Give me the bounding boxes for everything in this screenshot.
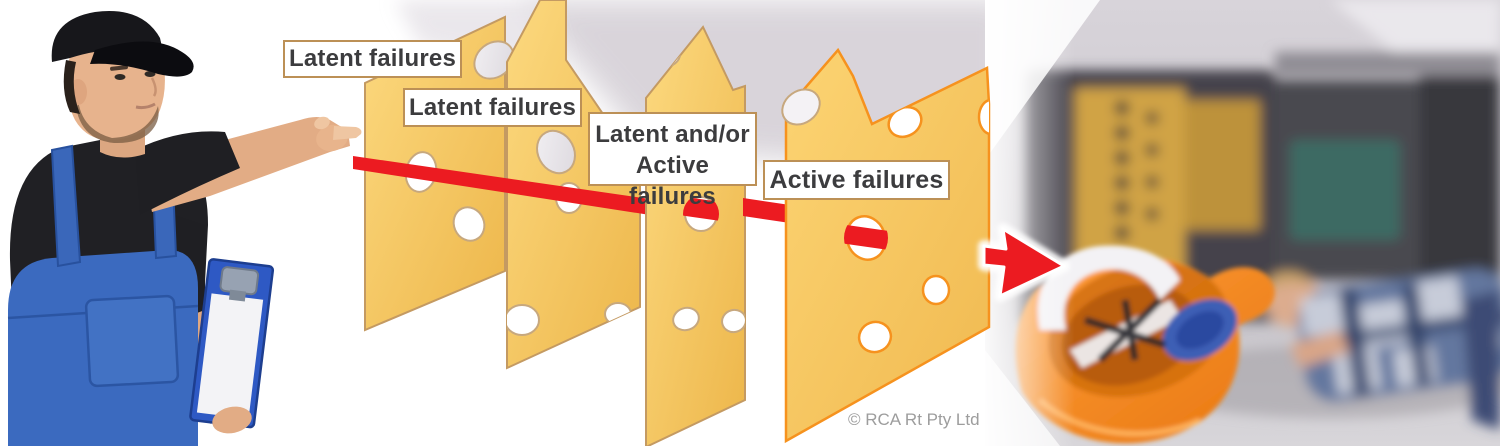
clipboard-paper [196,293,264,419]
hole [921,274,951,306]
left-hand [212,406,252,434]
failure-arrow-head [978,223,1070,302]
machine-buttons [1115,101,1158,240]
edge-notch [977,98,989,136]
hole [672,306,700,332]
cap-brim [90,41,194,77]
plaid-shirt-torso [1297,269,1500,402]
hole [781,88,821,126]
face [66,51,165,141]
nose [150,77,157,97]
hole [473,40,515,80]
label-active-failures: Active failures [763,160,950,200]
incident-photo [985,0,1500,446]
injured-worker [1183,269,1500,430]
eye-right [144,71,156,77]
hole [857,320,893,354]
supervisor-figure [7,11,362,446]
label-latent-andor-active-failures: Latent and/or Active failures [588,112,757,210]
pointing-finger [333,126,362,140]
jeans-leg [1462,290,1500,430]
hard-hat [1015,245,1275,444]
overall-strap-left [50,144,82,268]
bib-pocket [84,294,180,388]
blond-hair [1263,271,1310,292]
sideburn-hair [63,60,80,114]
hat-straps [1083,297,1167,363]
clipboard [189,258,275,429]
hole [536,129,576,175]
label-line-1: Latent and/or [595,121,750,148]
eye-left [114,74,126,80]
cheese-slice-3 [645,25,746,446]
mouth [135,102,156,110]
label-line-2: Active failures [629,152,716,210]
clipboard-clip [219,266,260,296]
hole [721,308,745,334]
label-latent-failures-2: Latent failures [403,88,582,127]
tshirt-sleeve [135,131,240,215]
stubble-beard [77,100,159,144]
label-latent-failures-1: Latent failures [283,40,462,78]
teal-unit [1290,140,1400,240]
failure-arrow-shaft [353,156,650,215]
arrow-through-hole-4 [844,224,888,251]
hole [452,206,486,242]
copyright-notice: © RCA Rt Pty Ltd [848,410,980,429]
